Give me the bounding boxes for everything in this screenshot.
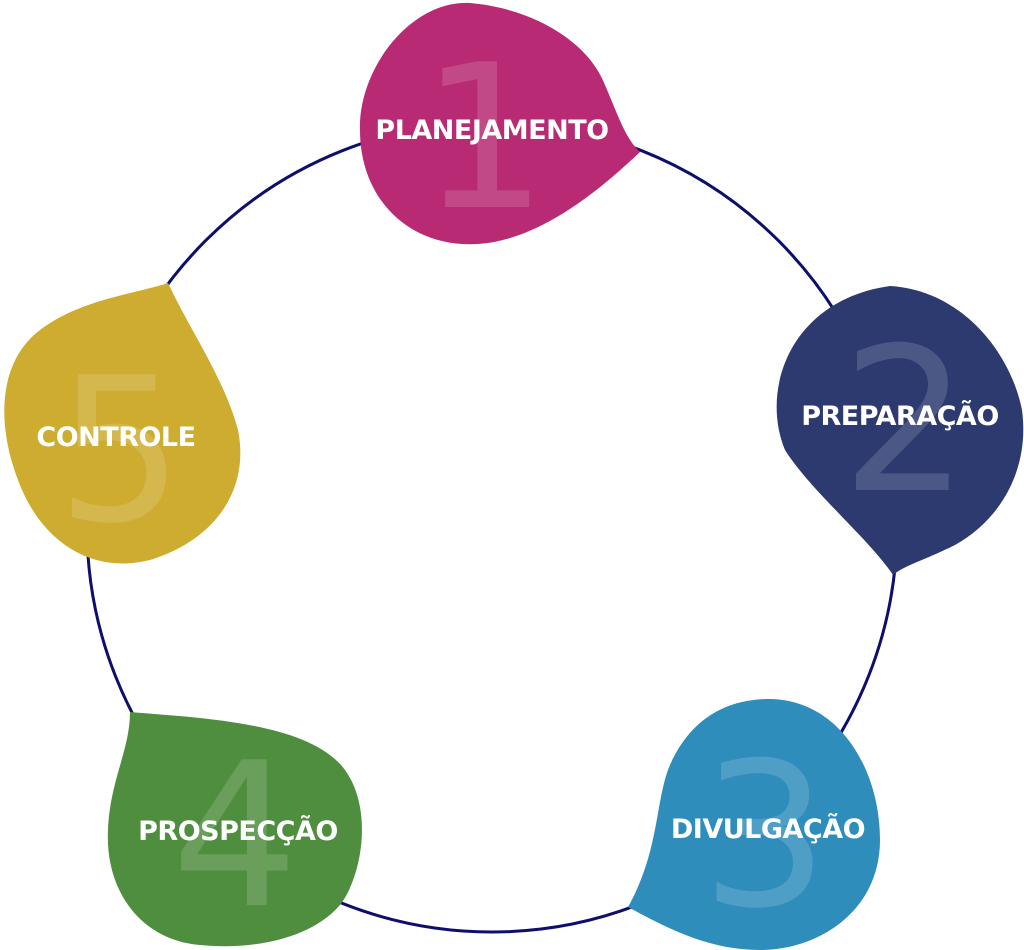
- step-5: 5 CONTROLE: [4, 283, 241, 568]
- step-5-label: CONTROLE: [36, 422, 195, 453]
- step-3: 3 DIVULGAÇÃO: [628, 699, 880, 950]
- step-2: 2 PREPARAÇÃO: [776, 286, 1024, 575]
- step-4-number: 4: [171, 720, 298, 950]
- step-2-blob: [776, 286, 1024, 575]
- step-2-number: 2: [841, 305, 968, 538]
- step-3-number: 3: [701, 720, 828, 950]
- step-5-blob: [4, 283, 241, 564]
- step-1: 1 PLANEJAMENTO: [359, 2, 640, 255]
- step-1-blob: [359, 2, 640, 245]
- step-1-number: 1: [420, 22, 547, 255]
- step-4-label: PROSPECÇÃO: [138, 815, 338, 847]
- step-4: 4 PROSPECÇÃO: [107, 712, 362, 950]
- step-2-label: PREPARAÇÃO: [801, 400, 999, 432]
- step-3-label: DIVULGAÇÃO: [671, 813, 865, 845]
- step-4-blob: [107, 712, 362, 947]
- step-3-blob: [628, 699, 880, 950]
- step-5-number: 5: [56, 335, 183, 568]
- step-1-label: PLANEJAMENTO: [375, 115, 608, 146]
